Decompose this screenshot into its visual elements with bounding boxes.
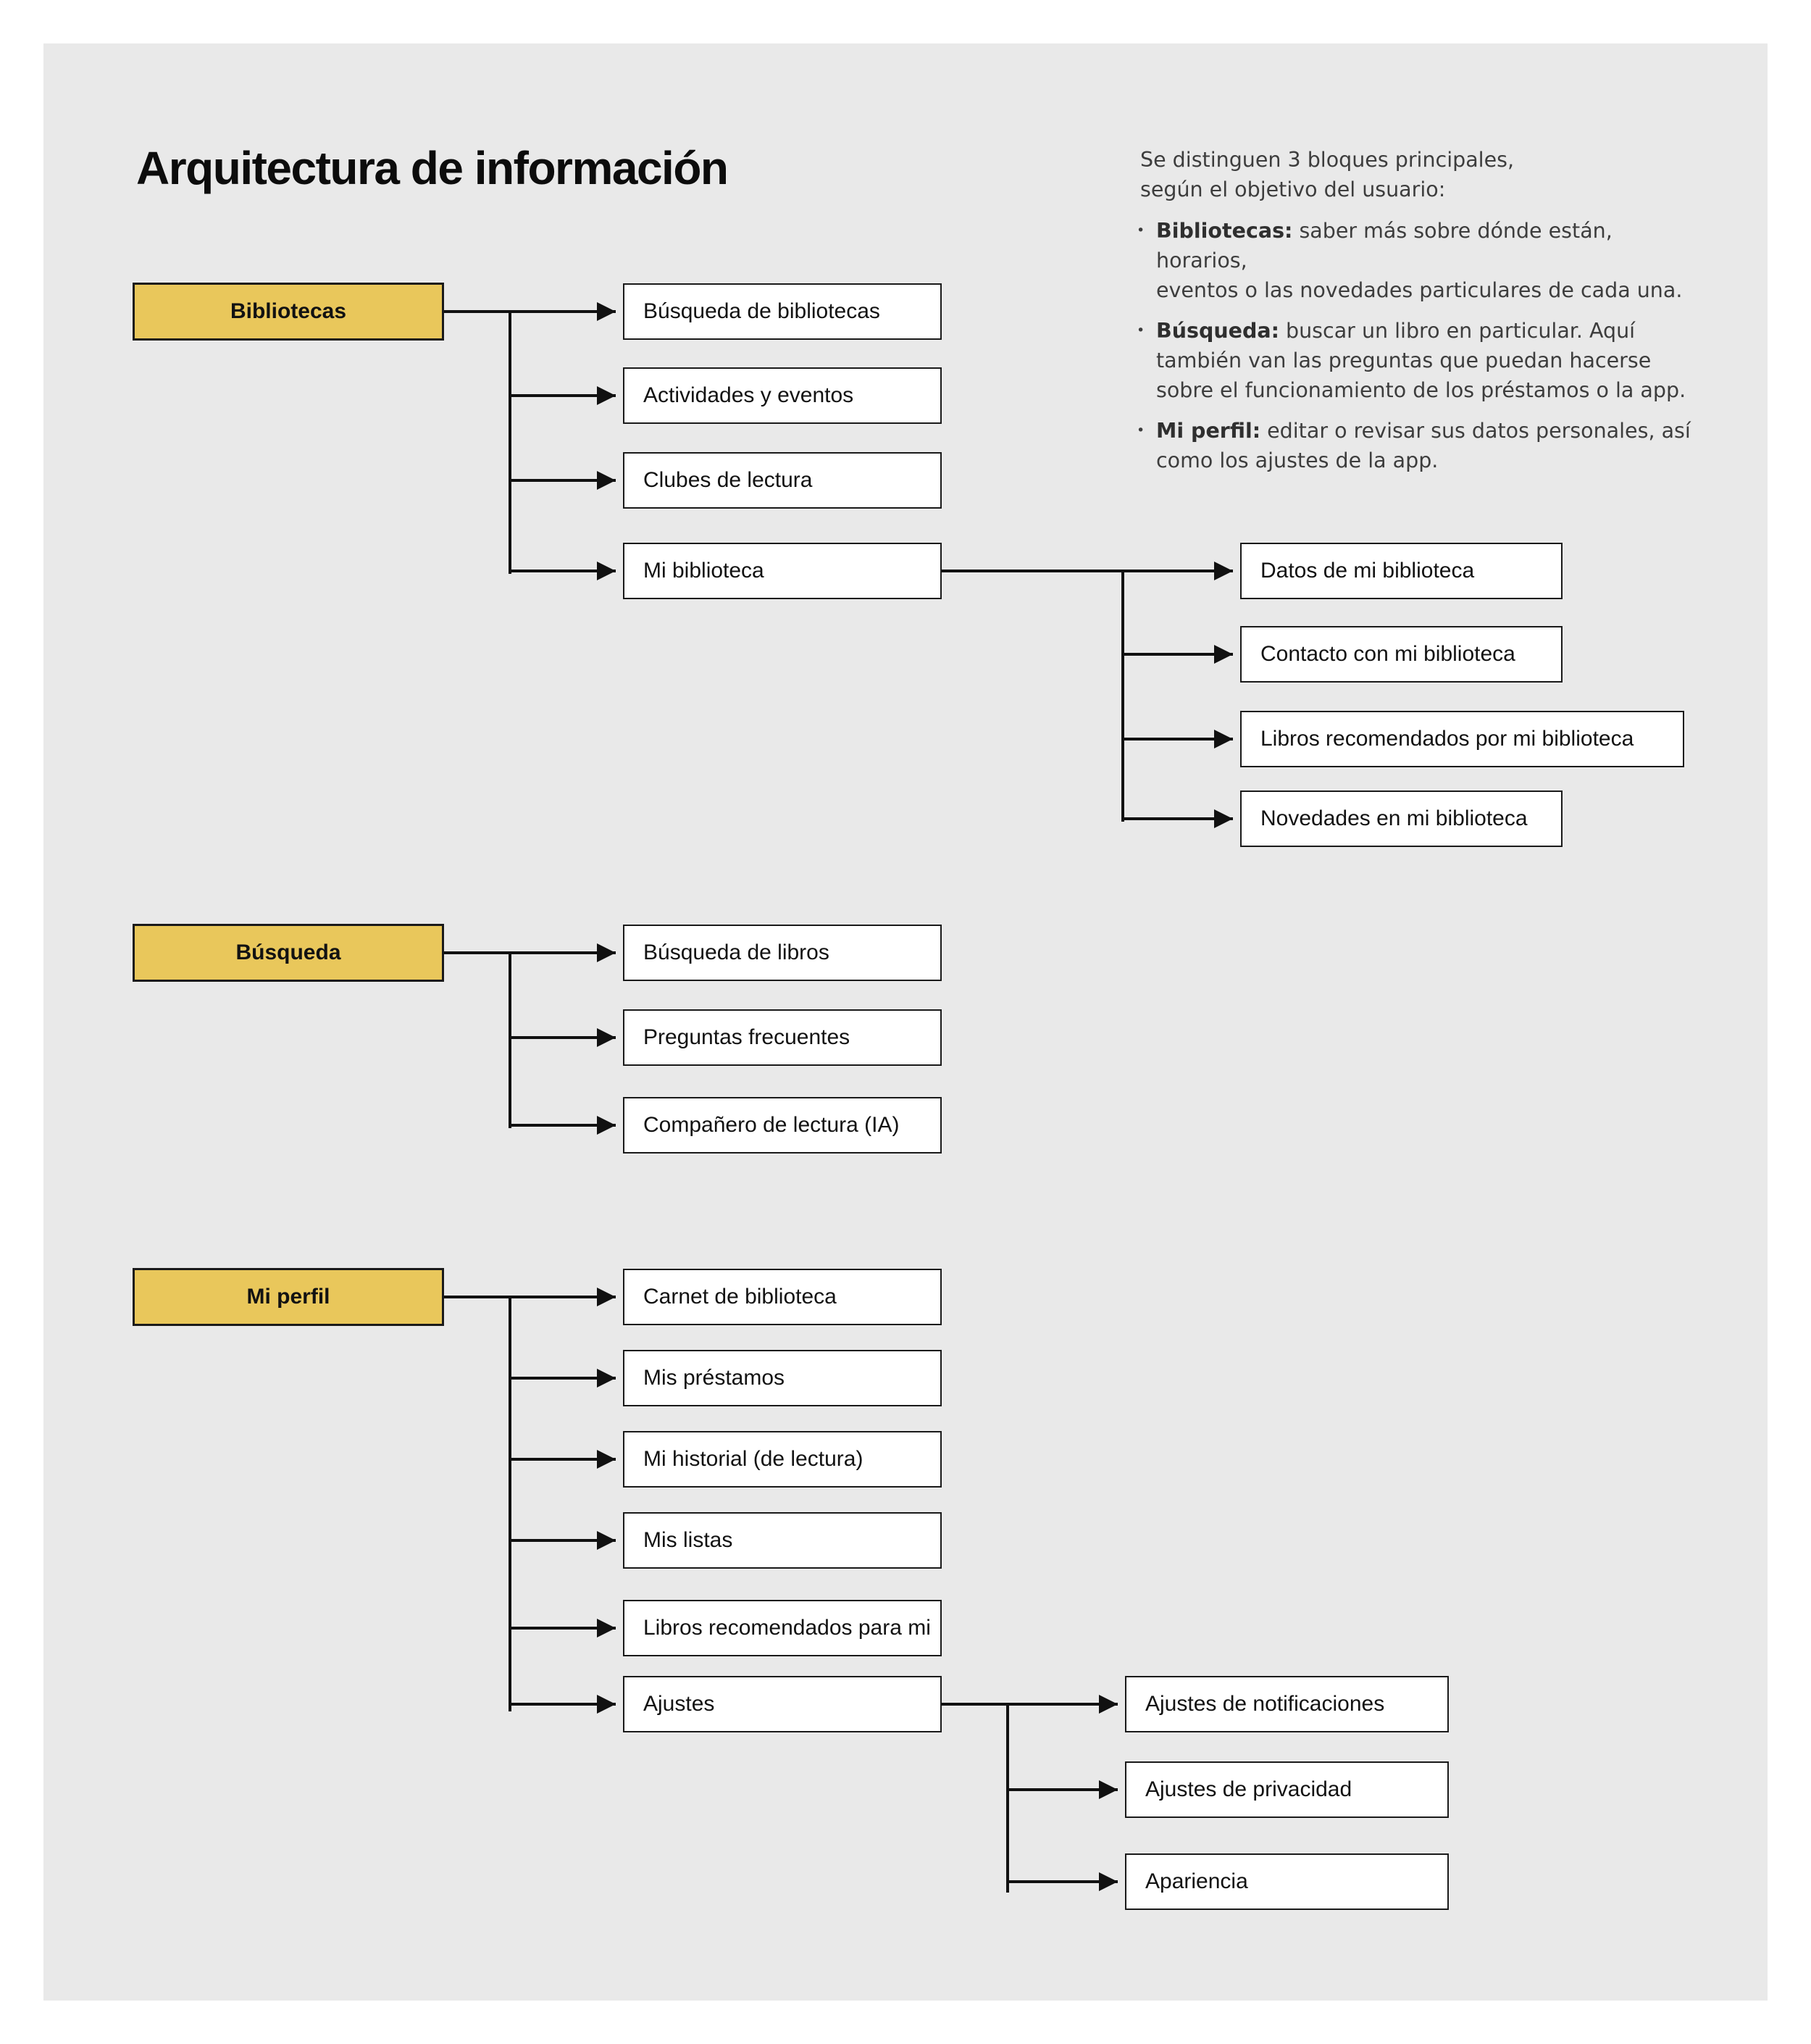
page-title: Arquitectura de información	[136, 142, 729, 194]
annotation-intro: Se distinguen 3 bloques principales, seg…	[1140, 145, 1705, 204]
node-busqueda-de-libros: Búsqueda de libros	[623, 925, 942, 981]
connector-line	[942, 1703, 1118, 1706]
connector-line	[1121, 817, 1233, 820]
connector-line	[509, 1124, 616, 1127]
node-ajustes: Ajustes	[623, 1676, 942, 1732]
node-mi-biblioteca: Mi biblioteca	[623, 543, 942, 599]
connector-line	[509, 570, 616, 572]
connector-line	[509, 479, 616, 482]
connector-line	[1121, 738, 1233, 741]
arrowhead-icon	[597, 1028, 616, 1047]
connector-line	[1006, 1788, 1118, 1791]
node-mi-historial-de-lectura: Mi historial (de lectura)	[623, 1431, 942, 1488]
connector-trunk	[509, 310, 511, 574]
node-ajustes-de-privacidad: Ajustes de privacidad	[1125, 1761, 1449, 1818]
connector-line	[444, 951, 616, 954]
connector-line	[1006, 1880, 1118, 1883]
arrowhead-icon	[597, 1116, 616, 1135]
node-busqueda-de-bibliotecas: Búsqueda de bibliotecas	[623, 283, 942, 340]
node-novedades-en-mi-biblioteca: Novedades en mi biblioteca	[1240, 791, 1563, 847]
connector-line	[509, 1377, 616, 1380]
bullet-lead: Búsqueda:	[1156, 319, 1280, 343]
bullet-text: como los ajustes de la app.	[1156, 449, 1439, 472]
annotation-bullet-bibliotecas: • Bibliotecas:saber más sobre dónde está…	[1132, 216, 1705, 305]
node-actividades-y-eventos: Actividades y eventos	[623, 367, 942, 424]
node-apariencia: Apariencia	[1125, 1853, 1449, 1910]
connector-trunk	[1121, 570, 1124, 822]
connector-trunk	[1006, 1703, 1009, 1893]
node-busqueda: Búsqueda	[133, 924, 444, 982]
connector-line	[444, 1296, 616, 1298]
node-companero-de-lectura-ia: Compañero de lectura (IA)	[623, 1097, 942, 1154]
connector-line	[942, 570, 1233, 572]
bullet-text: sobre el funcionamiento de los préstamos…	[1156, 378, 1686, 402]
arrowhead-icon	[1099, 1780, 1118, 1799]
node-ajustes-de-notificaciones: Ajustes de notificaciones	[1125, 1676, 1449, 1732]
connector-line	[444, 310, 616, 313]
connector-line	[509, 1539, 616, 1542]
node-clubes-de-lectura: Clubes de lectura	[623, 452, 942, 509]
bullet-icon: •	[1137, 322, 1145, 338]
annotation-bullet-busqueda: • Búsqueda:buscar un libro en particular…	[1132, 316, 1705, 405]
bullet-icon: •	[1137, 222, 1145, 238]
bullet-text: eventos o las novedades particulares de …	[1156, 278, 1683, 302]
node-contacto-con-mi-biblioteca: Contacto con mi biblioteca	[1240, 626, 1563, 683]
arrowhead-icon	[597, 302, 616, 321]
arrowhead-icon	[597, 1288, 616, 1306]
arrowhead-icon	[597, 1531, 616, 1550]
connector-line	[509, 394, 616, 397]
bullet-text: editar o revisar sus datos personales, a…	[1267, 419, 1691, 443]
connector-line	[509, 1703, 616, 1706]
arrowhead-icon	[597, 562, 616, 580]
bullet-text: saber más sobre dónde están, horarios,	[1156, 219, 1613, 272]
arrowhead-icon	[597, 1450, 616, 1469]
node-bibliotecas: Bibliotecas	[133, 283, 444, 341]
connector-line	[509, 1036, 616, 1039]
annotation-bullet-mi-perfil: • Mi perfil:editar o revisar sus datos p…	[1132, 416, 1705, 475]
arrowhead-icon	[1214, 730, 1233, 748]
arrowhead-icon	[597, 1369, 616, 1388]
bullet-icon: •	[1137, 422, 1145, 438]
node-mis-prestamos: Mis préstamos	[623, 1350, 942, 1406]
arrowhead-icon	[597, 471, 616, 490]
arrowhead-icon	[1214, 645, 1233, 664]
annotation-intro-line: según el objetivo del usuario:	[1140, 178, 1446, 201]
annotation-intro-line: Se distinguen 3 bloques principales,	[1140, 148, 1515, 172]
node-libros-recomendados-para-mi: Libros recomendados para mi	[623, 1600, 942, 1656]
bullet-text: también van las preguntas que puedan hac…	[1156, 349, 1652, 372]
connector-line	[1121, 653, 1233, 656]
node-mi-perfil: Mi perfil	[133, 1268, 444, 1326]
arrowhead-icon	[1099, 1872, 1118, 1891]
node-preguntas-frecuentes: Preguntas frecuentes	[623, 1009, 942, 1066]
connector-trunk	[509, 1296, 511, 1711]
annotation-block: Se distinguen 3 bloques principales, seg…	[1132, 145, 1705, 486]
bullet-text: buscar un libro en particular. Aquí	[1286, 319, 1636, 343]
arrowhead-icon	[1214, 562, 1233, 580]
node-mis-listas: Mis listas	[623, 1512, 942, 1569]
arrowhead-icon	[1214, 809, 1233, 828]
arrowhead-icon	[597, 1695, 616, 1714]
arrowhead-icon	[597, 386, 616, 405]
arrowhead-icon	[1099, 1695, 1118, 1714]
arrowhead-icon	[597, 1619, 616, 1638]
bullet-lead: Mi perfil:	[1156, 419, 1261, 443]
connector-trunk	[509, 951, 511, 1128]
bullet-lead: Bibliotecas:	[1156, 219, 1293, 243]
connector-line	[509, 1627, 616, 1630]
connector-line	[509, 1458, 616, 1461]
node-carnet-de-biblioteca: Carnet de biblioteca	[623, 1269, 942, 1325]
node-datos-de-mi-biblioteca: Datos de mi biblioteca	[1240, 543, 1563, 599]
arrowhead-icon	[597, 943, 616, 962]
node-libros-recomendados-por-mi-biblioteca: Libros recomendados por mi biblioteca	[1240, 711, 1684, 767]
